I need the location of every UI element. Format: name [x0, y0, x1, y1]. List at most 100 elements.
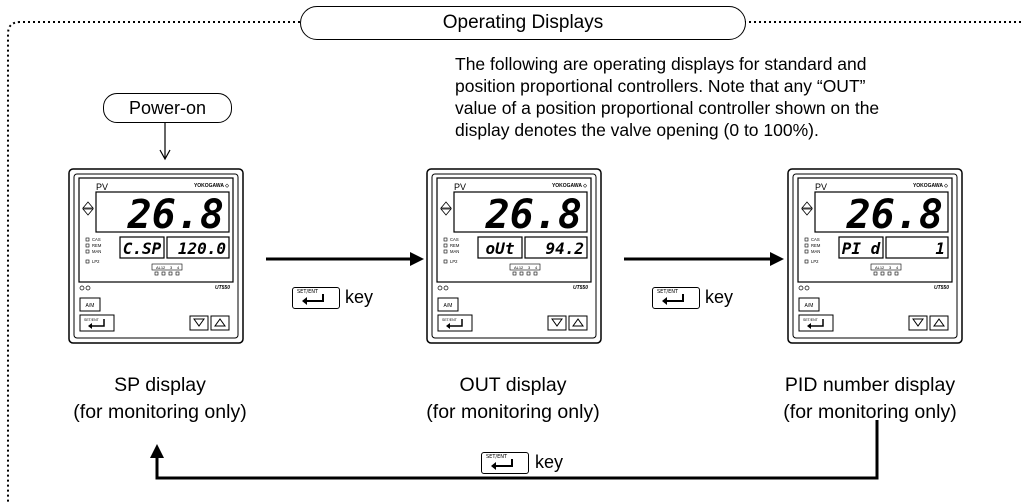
- am-button[interactable]: [798, 297, 820, 312]
- lp2-label: LP2: [450, 259, 458, 264]
- setent-button-label: SET/ENT: [803, 318, 819, 322]
- am-button[interactable]: [437, 297, 459, 312]
- param-value: 1: [935, 239, 945, 258]
- lp2-label: LP2: [811, 259, 819, 264]
- note-line: The following are operating displays for…: [455, 54, 867, 74]
- enter-arrow-icon: [88, 323, 92, 329]
- status-lamp-label: REM: [92, 243, 102, 248]
- power-on-arrow: [159, 122, 171, 161]
- caption-title: SP display: [114, 374, 206, 396]
- deviation-down-icon: [801, 208, 813, 216]
- brand-logo: YOKOGAWA ◇: [913, 183, 948, 189]
- pv-label: PV: [96, 182, 108, 192]
- alarm-label: 4: [177, 265, 180, 270]
- indicator-icon: [798, 285, 804, 291]
- enter-icon: [450, 319, 463, 327]
- alarm-label: AL1: [156, 265, 164, 270]
- status-lamp-label: CAS: [450, 237, 459, 242]
- setent-key-icon: SET/ENT: [652, 287, 700, 309]
- deviation-up-icon: [82, 201, 94, 209]
- setent-button[interactable]: [79, 314, 115, 332]
- alarm-lamp-icon: [168, 271, 173, 276]
- alarm-lamp-icon: [526, 271, 531, 276]
- status-lamp-label: MAN: [811, 249, 820, 254]
- alarm-lamp-icon: [512, 271, 517, 276]
- status-lamp-label: CAS: [92, 237, 101, 242]
- indicator-icon: [437, 285, 443, 291]
- setent-button-label: SET/ENT: [442, 318, 458, 322]
- caption-subtitle: (for monitoring only): [73, 401, 247, 423]
- status-lamp-label: REM: [811, 243, 821, 248]
- caption-pid: PID number display (for monitoring only): [770, 372, 970, 426]
- arrow-sp-to-out: [266, 252, 424, 266]
- caption-subtitle: (for monitoring only): [426, 401, 600, 423]
- alarm-strip: [151, 263, 183, 271]
- caption-out: OUT display (for monitoring only): [413, 372, 613, 426]
- caption-subtitle: (for monitoring only): [783, 401, 957, 423]
- pv-box: [453, 191, 588, 233]
- alarm-label: 3: [528, 265, 531, 270]
- param-value: 120.0: [178, 239, 226, 258]
- alarm-label: 2: [163, 265, 166, 270]
- lp2-lamp-icon: [443, 259, 448, 264]
- arrow-pid-to-sp: [150, 420, 879, 480]
- param-box: [119, 236, 165, 259]
- alarm-lamp-icon: [894, 271, 899, 276]
- alarm-label: 3: [889, 265, 892, 270]
- status-lamp-label: CAS: [811, 237, 820, 242]
- alarm-label: 2: [882, 265, 885, 270]
- pv-value: 26.8: [485, 192, 582, 238]
- indicator-icon: [443, 285, 449, 291]
- enter-icon: [92, 319, 105, 327]
- pv-box: [95, 191, 230, 233]
- lp2-lamp-icon: [85, 259, 90, 264]
- alarm-lamp-icon: [887, 271, 892, 276]
- alarm-strip: [509, 263, 541, 271]
- alarm-lamp-icon: [175, 271, 180, 276]
- power-on-label: Power-on: [103, 93, 232, 123]
- status-lamp-icon: [443, 243, 448, 248]
- setent-button-label: SET/ENT: [84, 318, 100, 322]
- pv-value: 26.8: [127, 192, 224, 238]
- param-label: oUt: [486, 239, 515, 258]
- down-arrow-icon: [551, 318, 563, 327]
- alarm-label: AL1: [514, 265, 522, 270]
- pv-box: [814, 191, 949, 233]
- setent-key-icon: SET/ENT: [292, 287, 340, 309]
- status-lamp-icon: [804, 237, 809, 242]
- up-arrow-icon: [933, 318, 945, 327]
- deviation-up-icon: [440, 201, 452, 209]
- param-label: C.SP: [123, 239, 162, 258]
- up-arrow-icon: [214, 318, 226, 327]
- status-lamp-label: REM: [450, 243, 460, 248]
- alarm-lamp-icon: [519, 271, 524, 276]
- status-lamp-icon: [85, 237, 90, 242]
- indicator-icon: [85, 285, 91, 291]
- key-label: key: [705, 287, 734, 307]
- setent-button[interactable]: [798, 314, 834, 332]
- caption-title: PID number display: [784, 374, 956, 396]
- alarm-strip: [870, 263, 902, 271]
- alarm-label: AL1: [875, 265, 883, 270]
- setent-key-icon: SET/ENT: [481, 452, 529, 474]
- deviation-down-icon: [440, 208, 452, 216]
- up-arrow-icon: [572, 318, 584, 327]
- indicator-icon: [79, 285, 85, 291]
- status-lamp-icon: [85, 249, 90, 254]
- enter-arrow-icon: [807, 323, 811, 329]
- note-line: value of a position proportional control…: [455, 98, 880, 118]
- controller-inner-bezel: [792, 173, 958, 339]
- setent-button[interactable]: [437, 314, 473, 332]
- alarm-lamp-icon: [161, 271, 166, 276]
- am-button-label: A/M: [86, 303, 95, 309]
- brand-logo: YOKOGAWA ◇: [194, 183, 229, 189]
- alarm-label: 3: [170, 265, 173, 270]
- am-button[interactable]: [79, 297, 101, 312]
- alarm-label: 4: [535, 265, 538, 270]
- am-button-label: A/M: [805, 303, 814, 309]
- model-name: UT550: [934, 285, 949, 291]
- enter-icon: [811, 319, 824, 327]
- key-label: key: [345, 287, 374, 307]
